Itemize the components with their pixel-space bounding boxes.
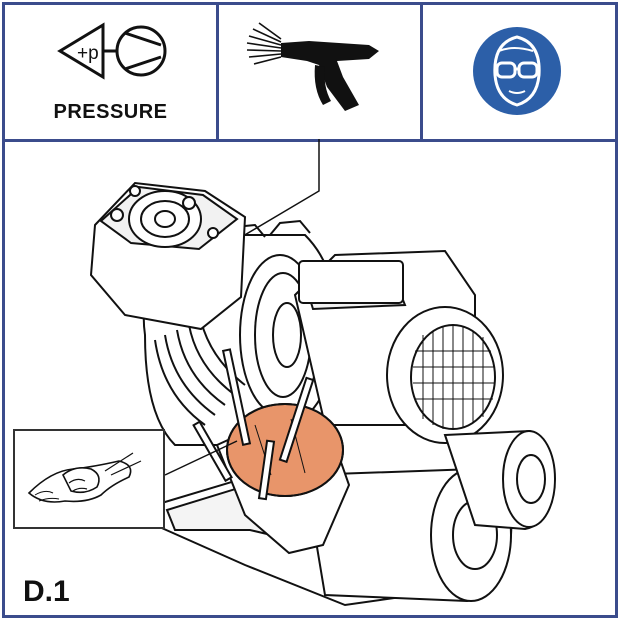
header-divider — [5, 139, 615, 142]
inlet-flange-shape — [89, 181, 247, 331]
cleaning-panel — [219, 5, 423, 139]
blower-drawing — [89, 139, 556, 607]
eye-protection-icon — [473, 27, 561, 115]
safety-panel — [423, 5, 615, 139]
callout-line — [210, 139, 320, 256]
step-label: D.1 — [23, 575, 70, 608]
motor-shape — [293, 249, 504, 444]
wiping-cloth-hand-icon — [27, 452, 142, 503]
detail-inset — [13, 429, 165, 529]
pressure-pump-icon: +p — [57, 22, 167, 80]
pressure-panel: +p PRESSURE — [5, 5, 219, 139]
air-blow-gun-icon — [246, 22, 379, 111]
instruction-frame: +p PRESSURE — [2, 2, 618, 618]
pressure-symbol-text: +p — [77, 43, 99, 64]
silencer-shape — [303, 429, 556, 603]
stud-bolts-shape — [192, 348, 315, 501]
pressure-label: PRESSURE — [53, 101, 168, 123]
